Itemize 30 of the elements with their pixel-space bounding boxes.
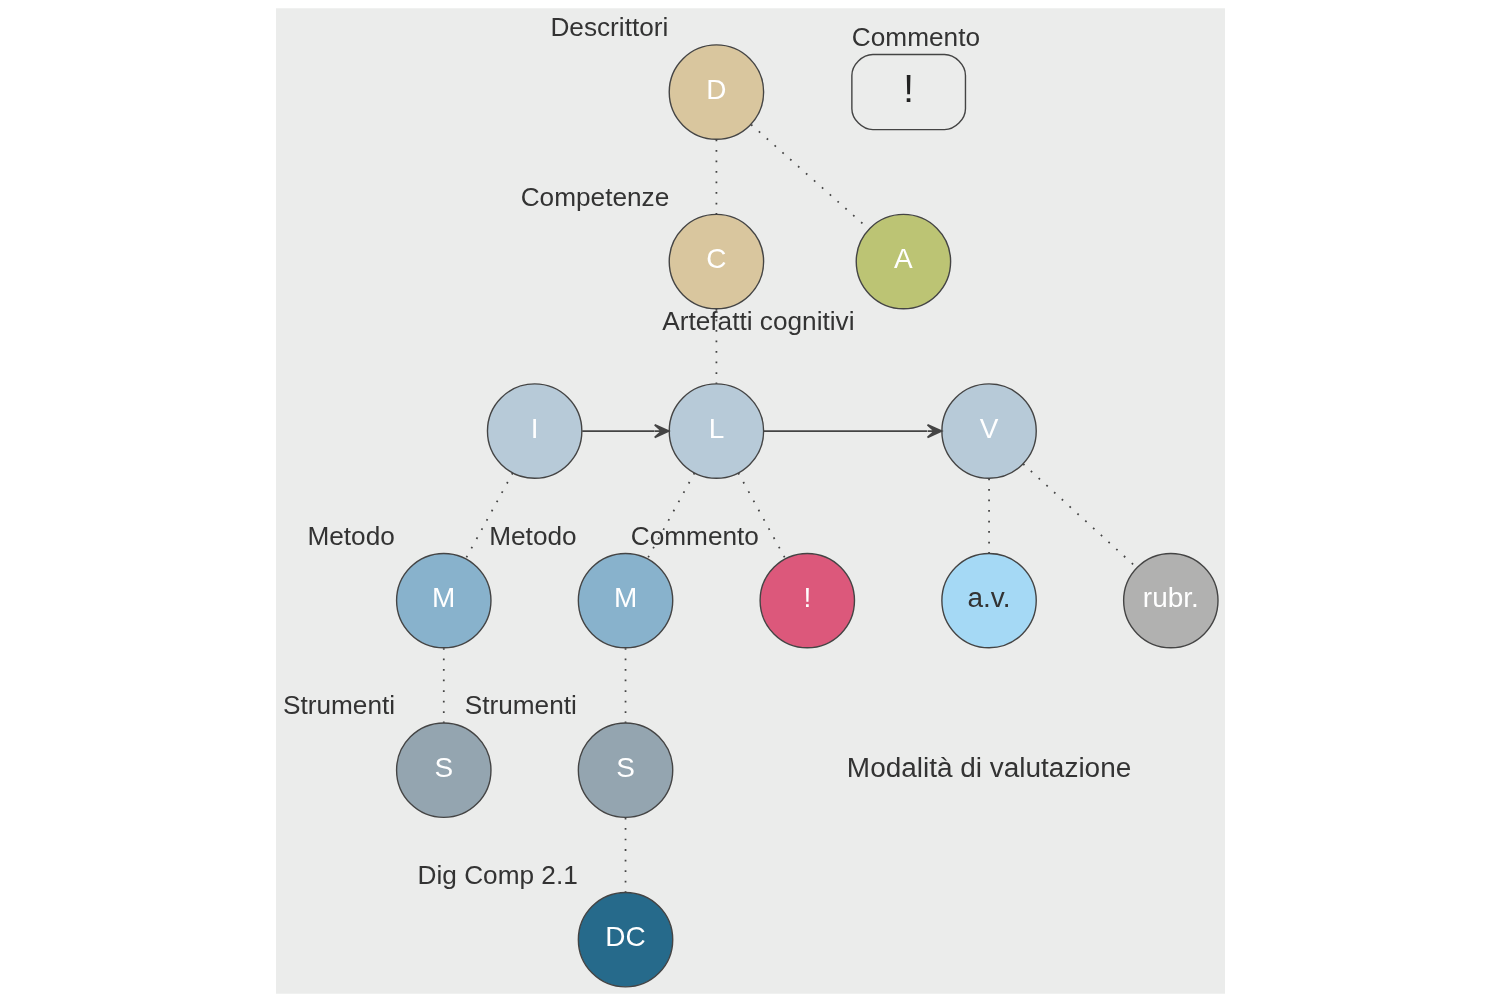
- node-circle: V: [940, 383, 1037, 479]
- node-circle: I: [486, 383, 583, 479]
- node-circle: DC: [577, 891, 673, 988]
- connector: [646, 472, 695, 560]
- node-circle: L: [668, 383, 764, 479]
- node-label: Strumenti: [282, 690, 395, 721]
- node-label: Commento: [630, 520, 759, 551]
- connector: [464, 472, 514, 560]
- node-label: Commento: [851, 21, 980, 52]
- node-circle: !: [758, 552, 855, 649]
- node-circle: C: [668, 213, 764, 310]
- node-label: Metodo: [306, 520, 395, 551]
- node-label: Strumenti: [464, 690, 577, 721]
- node-label: Dig Comp 2.1: [417, 859, 578, 890]
- connector: [737, 472, 786, 560]
- node-circle: S: [395, 722, 492, 819]
- label: Modalità di valutazione: [846, 751, 1131, 783]
- node-circle: M: [577, 552, 673, 649]
- node-label: Metodo: [488, 520, 577, 551]
- node-circle: S: [577, 722, 673, 819]
- node-circle: A: [855, 213, 951, 310]
- node-label: Competenze: [520, 181, 669, 212]
- node-circle: M: [395, 552, 492, 649]
- node-label: Descrittori: [549, 12, 668, 43]
- node-circle: a.v.: [940, 552, 1037, 649]
- node-circle: rubr.: [1122, 552, 1219, 649]
- node-circle: D: [668, 44, 764, 140]
- arrow: [580, 423, 670, 439]
- node-box: !: [850, 53, 966, 131]
- arrow: [762, 423, 942, 439]
